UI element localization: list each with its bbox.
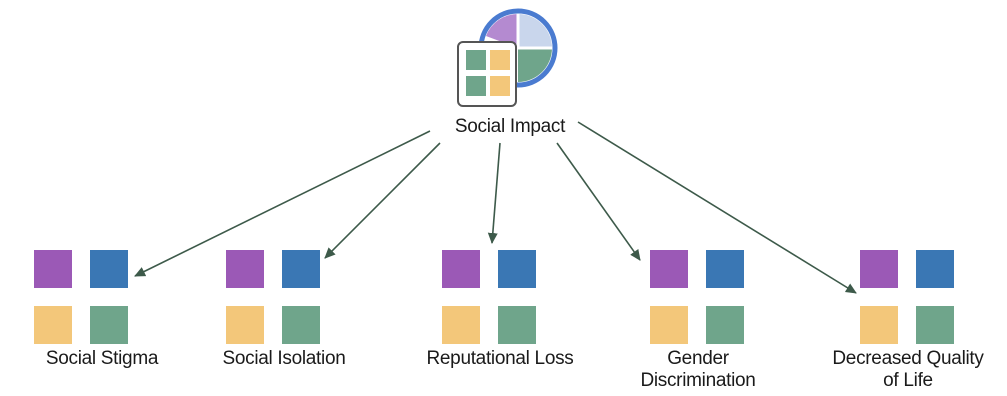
grid-icon-teal-tile: [282, 306, 320, 344]
child-node-label: Social Stigma: [45, 348, 159, 369]
child-node-label: Gender Discrimination: [640, 348, 756, 391]
grid-pie-icon: [457, 8, 558, 107]
grid-icon-purple-tile: [226, 250, 264, 288]
grid-icon-purple-tile: [650, 250, 688, 288]
grid-icon-yellow-tile: [860, 306, 898, 344]
grid-icon-blue-tile: [282, 250, 320, 288]
grid-icon-yellow-tile: [226, 306, 264, 344]
edge-reputational-loss: [487, 142, 501, 244]
grid-icon-yellow-tile: [442, 306, 480, 344]
grid-icon-blue-tile: [706, 250, 744, 288]
grid-icon-blue-tile: [916, 250, 954, 288]
grid-icon-yellow-tile: [34, 306, 72, 344]
grid-icon-blue-tile: [90, 250, 128, 288]
edge-social-isolation: [324, 142, 441, 259]
root-node-icon[interactable]: [456, 8, 560, 112]
grid-icon-blue-tile: [498, 250, 536, 288]
grid-icon-purple-tile: [442, 250, 480, 288]
grid-icon-teal-tile: [916, 306, 954, 344]
child-node-label: Social Isolation: [222, 348, 346, 369]
grid-icon-yellow-tile: [650, 306, 688, 344]
grid-icon-purple-tile: [860, 250, 898, 288]
grid-icon-purple-tile: [34, 250, 72, 288]
grid-icon-teal-tile: [706, 306, 744, 344]
grid-icon-teal-tile: [498, 306, 536, 344]
child-node-label: Reputational Loss: [426, 348, 574, 369]
root-node-label[interactable]: Social Impact: [454, 116, 566, 137]
edge-gender-discrimination: [556, 142, 641, 261]
child-node-label: Decreased Quality of Life: [832, 348, 984, 391]
grid-icon-teal-tile: [90, 306, 128, 344]
